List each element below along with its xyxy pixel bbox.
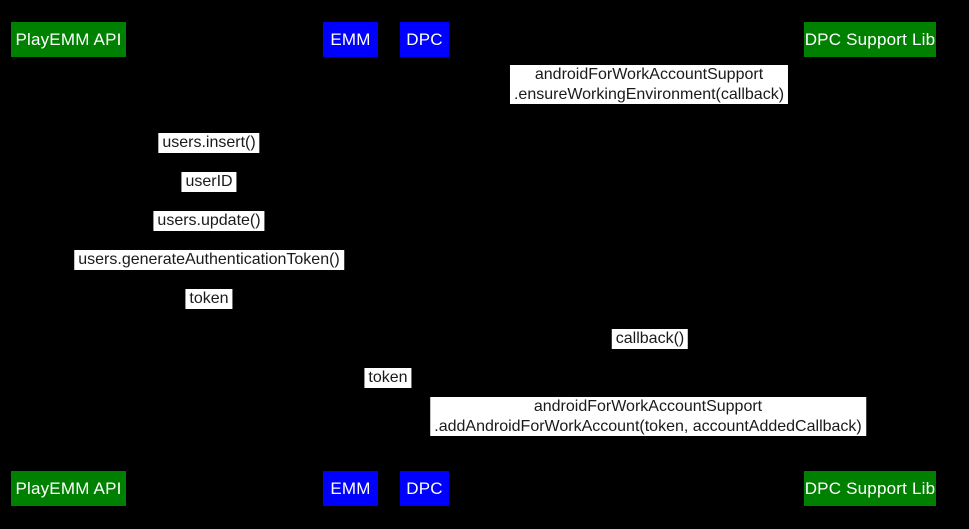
message-label-token-to-emm: token <box>185 289 233 309</box>
participant-playemm-api-top: PlayEMM API <box>11 22 126 57</box>
message-text: callback() <box>615 330 685 347</box>
participant-dpc-bottom: DPC <box>400 471 449 506</box>
message-text: .addAndroidForWorkAccount(token, account… <box>434 417 862 435</box>
participant-dpc-top: DPC <box>400 22 449 57</box>
participant-emm-top: EMM <box>323 22 378 57</box>
message-text: androidForWorkAccountSupport <box>534 66 764 83</box>
message-label-userid: userID <box>181 172 237 192</box>
message-text: userID <box>185 173 233 190</box>
message-text: users.update() <box>157 212 261 229</box>
message-label-token-to-dpc: token <box>364 368 412 388</box>
message-label-generate-authentication-token: users.generateAuthenticationToken() <box>74 250 344 270</box>
message-label-add-android-for-work-account: androidForWorkAccountSupport .addAndroid… <box>430 397 866 436</box>
message-label-ensure-working-environment: androidForWorkAccountSupport .ensureWork… <box>509 65 789 104</box>
message-label-callback: callback() <box>611 329 689 349</box>
message-text: users.insert() <box>162 134 256 151</box>
participant-emm-bottom: EMM <box>323 471 378 506</box>
message-text: .ensureWorkingEnvironment(callback) <box>513 85 785 103</box>
message-label-users-update: users.update() <box>153 211 265 231</box>
participant-dpc-support-lib-bottom: DPC Support Lib <box>804 471 936 506</box>
message-label-users-insert: users.insert() <box>158 133 260 153</box>
message-text: token <box>189 290 229 307</box>
message-text: token <box>368 369 408 386</box>
participant-playemm-api-bottom: PlayEMM API <box>11 471 126 506</box>
message-text: androidForWorkAccountSupport <box>533 398 763 415</box>
message-text: users.generateAuthenticationToken() <box>78 251 340 268</box>
participant-dpc-support-lib-top: DPC Support Lib <box>804 22 936 57</box>
